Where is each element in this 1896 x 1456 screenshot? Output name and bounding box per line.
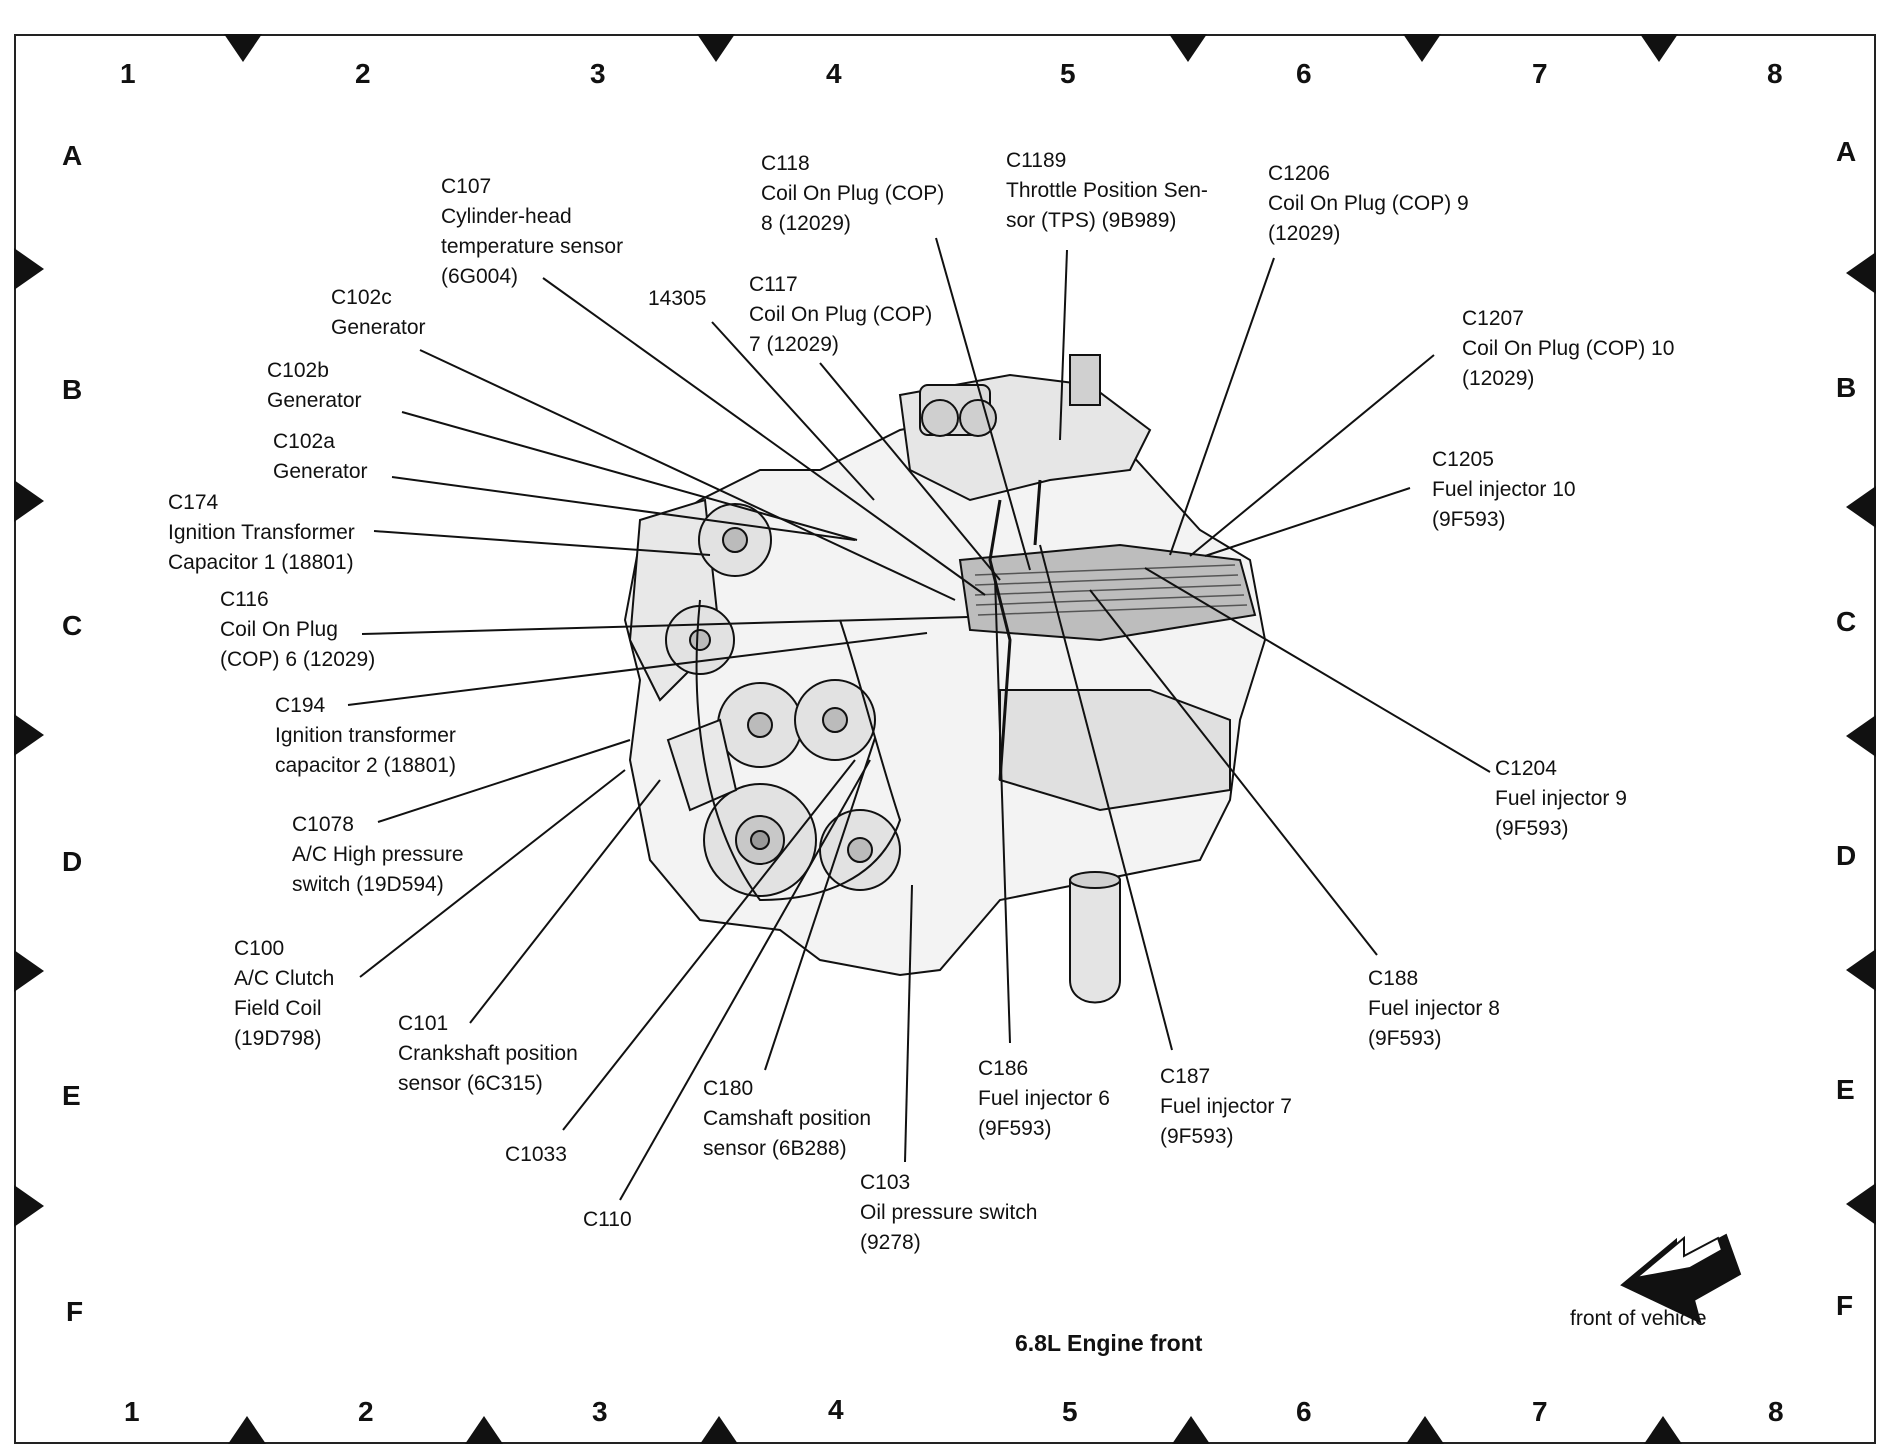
front-arrow-icon — [1620, 1233, 1742, 1324]
front-of-vehicle-label: front of vehicle — [1570, 1307, 1707, 1330]
column-label-top: 3 — [590, 58, 606, 89]
callout-c1033: C1033 — [505, 1143, 567, 1166]
leader-lines — [347, 237, 1491, 1201]
column-label-top: 5 — [1060, 58, 1076, 89]
column-label-bottom: 6 — [1296, 1396, 1312, 1427]
column-label-top: 7 — [1532, 58, 1548, 89]
row-label-right: F — [1836, 1290, 1854, 1321]
row-label-right: D — [1836, 840, 1857, 871]
grid-markers — [14, 34, 1876, 1444]
diagram-caption: 6.8L Engine front — [1015, 1330, 1203, 1356]
column-label-bottom: 5 — [1062, 1396, 1078, 1427]
row-label-right: A — [1836, 136, 1857, 167]
callout-14305: 14305 — [648, 287, 707, 310]
callout-c110: C110 — [583, 1208, 632, 1231]
column-label-bottom: 2 — [358, 1396, 374, 1427]
column-label-bottom: 3 — [592, 1396, 608, 1427]
row-label-left: E — [62, 1080, 81, 1111]
column-label-bottom: 8 — [1768, 1396, 1784, 1427]
column-label-top: 1 — [120, 58, 136, 89]
column-label-top: 2 — [355, 58, 371, 89]
column-label-top: 6 — [1296, 58, 1312, 89]
row-label-right: E — [1836, 1074, 1855, 1105]
row-label-right: B — [1836, 372, 1857, 403]
row-label-left: D — [62, 846, 83, 877]
row-label-right: C — [1836, 606, 1857, 637]
column-label-bottom: 4 — [828, 1394, 844, 1425]
row-label-left: C — [62, 610, 83, 641]
engine-illustration — [623, 354, 1267, 1004]
column-label-top: 4 — [826, 58, 842, 89]
column-label-bottom: 1 — [124, 1396, 140, 1427]
row-label-left: F — [66, 1296, 84, 1327]
row-label-left: B — [62, 374, 83, 405]
row-label-left: A — [62, 140, 83, 171]
column-label-bottom: 7 — [1532, 1396, 1548, 1427]
column-label-top: 8 — [1767, 58, 1783, 89]
